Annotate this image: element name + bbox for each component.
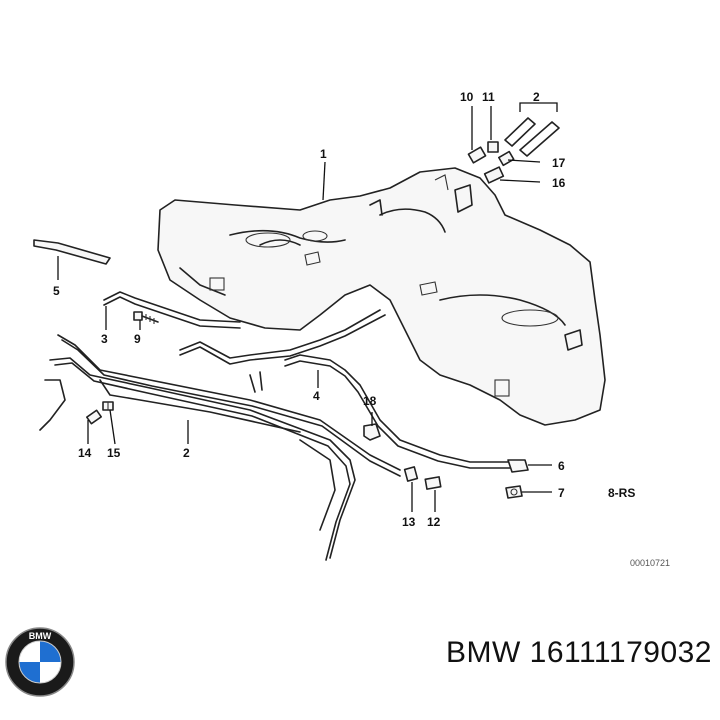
callout-18: 18	[363, 394, 377, 408]
callout-10: 10	[460, 90, 474, 104]
bmw-logo: BMW	[5, 627, 75, 697]
clip-parts-left	[85, 401, 114, 425]
callout-1: 1	[320, 147, 327, 161]
callout-labels: 1 10 11 2 17 16 5 3 9 4 18 6 7 8-RS 2 14…	[53, 90, 670, 568]
bolt-part	[133, 311, 159, 324]
callout-4: 4	[313, 389, 320, 403]
callout-5: 5	[53, 284, 60, 298]
callout-2-bottom: 2	[183, 446, 190, 460]
connector-parts	[403, 466, 442, 490]
logo-blue-quadrant-1	[40, 641, 61, 662]
callout-16: 16	[552, 176, 566, 190]
part-caption: BMW 16111179032	[446, 636, 712, 670]
logo-blue-quadrant-2	[19, 662, 40, 683]
fuel-tank-exploded-diagram: 1 10 11 2 17 16 5 3 9 4 18 6 7 8-RS 2 14…	[33, 90, 670, 568]
caption-brand: BMW	[445, 636, 521, 669]
callout-14: 14	[78, 446, 92, 460]
caption-part-number: 16111179032	[529, 636, 712, 669]
reference-code: 00010721	[630, 558, 670, 568]
logo-brand-text: BMW	[29, 631, 52, 641]
callout-11: 11	[482, 90, 495, 104]
callout-9: 9	[134, 332, 141, 346]
strap-part	[33, 239, 111, 265]
nut-part	[505, 485, 523, 499]
hose-set-top	[467, 117, 560, 184]
callout-2-top: 2	[533, 90, 540, 104]
fuel-lines	[39, 334, 401, 561]
callout-3: 3	[101, 332, 108, 346]
fuel-tank	[157, 167, 606, 426]
callout-6: 6	[558, 459, 565, 473]
clamp-part	[363, 423, 381, 441]
callout-7: 7	[558, 486, 565, 500]
leader-lines	[57, 102, 558, 512]
callout-17: 17	[552, 156, 566, 170]
callout-13: 13	[402, 515, 416, 529]
callout-12: 12	[427, 515, 441, 529]
variant-label: 8-RS	[608, 486, 635, 500]
callout-15: 15	[107, 446, 121, 460]
mounting-straps	[103, 291, 529, 473]
